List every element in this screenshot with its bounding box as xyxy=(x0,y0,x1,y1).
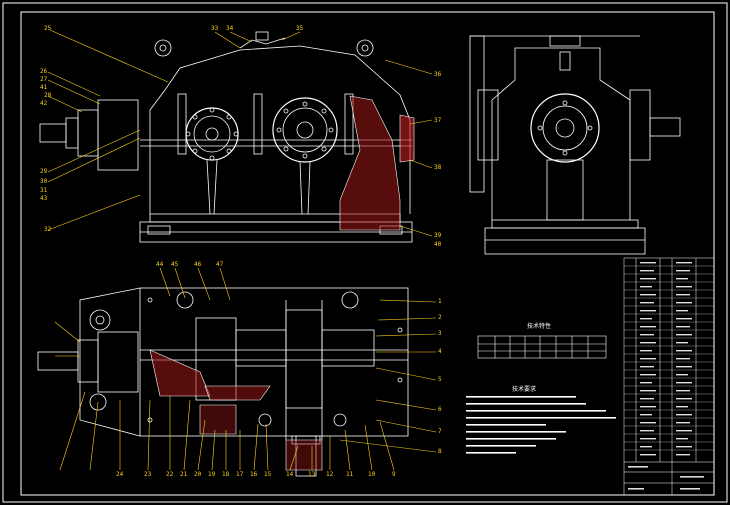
tech-requirements-title: 技术要求 xyxy=(512,386,537,393)
label-26: 26 xyxy=(40,68,48,75)
label-19: 19 xyxy=(208,471,216,478)
label-43: 43 xyxy=(40,195,48,202)
label-1: 1 xyxy=(438,298,442,305)
label-30: 30 xyxy=(40,178,48,185)
label-47: 47 xyxy=(216,261,224,268)
label-18: 18 xyxy=(222,471,230,478)
label-28: 28 xyxy=(44,92,52,99)
label-31: 31 xyxy=(40,187,48,194)
label-46: 46 xyxy=(194,261,202,268)
label-33: 33 xyxy=(211,25,219,32)
label-14: 14 xyxy=(286,471,294,478)
bevel-gear-hatch xyxy=(149,349,211,397)
label-12: 12 xyxy=(326,471,334,478)
label-4: 4 xyxy=(438,348,442,355)
tech-params-table xyxy=(477,335,607,359)
label-37: 37 xyxy=(434,117,442,124)
tech-params-title: 技术特性 xyxy=(527,323,552,330)
label-36: 36 xyxy=(434,71,442,78)
label-40: 40 xyxy=(434,241,442,248)
label-29: 29 xyxy=(40,168,48,175)
section-hatch xyxy=(339,95,401,231)
label-15: 15 xyxy=(264,471,272,478)
label-42: 42 xyxy=(40,100,48,107)
front-leaders xyxy=(47,29,433,237)
label-3: 3 xyxy=(438,330,442,337)
label-44: 44 xyxy=(156,261,164,268)
label-13: 13 xyxy=(308,471,316,478)
label-22: 22 xyxy=(166,471,174,478)
label-32: 32 xyxy=(44,226,52,233)
plan-leaders xyxy=(54,267,437,471)
label-6: 6 xyxy=(438,406,442,413)
label-41: 41 xyxy=(40,84,48,91)
label-27: 27 xyxy=(40,76,48,83)
label-2: 2 xyxy=(438,314,442,321)
parts-list-rows xyxy=(624,265,714,451)
label-23: 23 xyxy=(144,471,152,478)
label-45: 45 xyxy=(171,261,179,268)
label-34: 34 xyxy=(226,25,234,32)
label-9: 9 xyxy=(392,471,396,478)
label-5: 5 xyxy=(438,376,442,383)
label-38: 38 xyxy=(434,164,442,171)
inner-frame xyxy=(20,11,715,496)
plan-view xyxy=(37,287,409,477)
parts-list-text xyxy=(628,262,704,490)
label-25: 25 xyxy=(44,25,52,32)
label-11: 11 xyxy=(346,471,354,478)
label-20: 20 xyxy=(194,471,202,478)
label-7: 7 xyxy=(438,428,442,435)
label-10: 10 xyxy=(368,471,376,478)
label-16: 16 xyxy=(250,471,258,478)
label-24: 24 xyxy=(116,471,124,478)
label-35: 35 xyxy=(296,25,304,32)
side-view xyxy=(469,35,681,255)
parts-list xyxy=(623,257,715,496)
label-8: 8 xyxy=(438,448,442,455)
tech-requirements-text xyxy=(466,396,616,454)
label-17: 17 xyxy=(236,471,244,478)
label-21: 21 xyxy=(180,471,188,478)
label-39: 39 xyxy=(434,232,442,239)
